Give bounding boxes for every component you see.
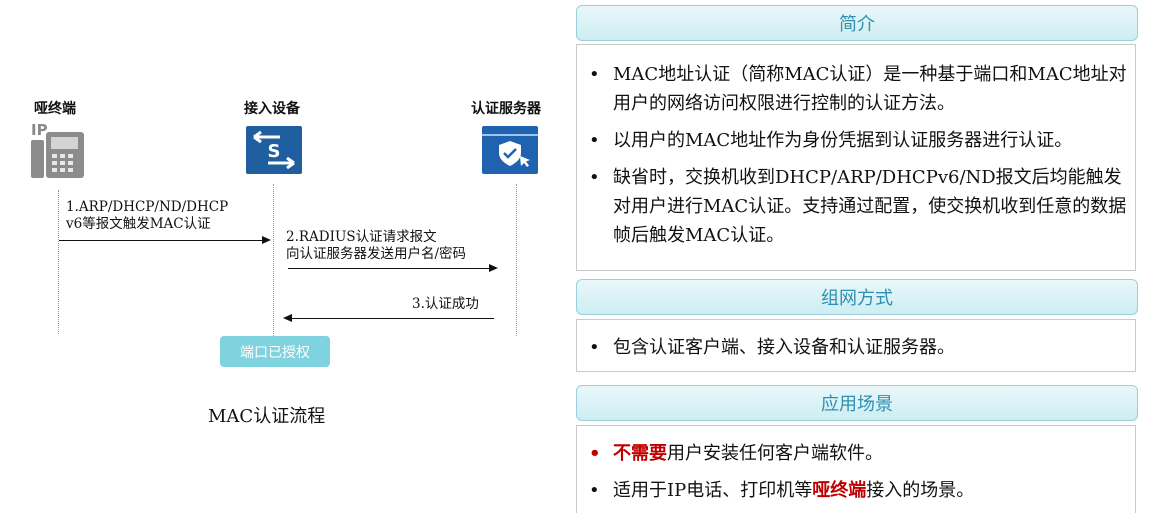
bullet-icon: • [589,167,600,188]
ip-phone-icon: IP [28,121,88,180]
section-header-networking: 组网方式 [576,279,1138,315]
message-2-text: 2.RADIUS认证请求报文 向认证服务器发送用户名/密码 [286,229,466,263]
svg-text:S: S [268,141,281,162]
auth-server-icon [482,126,538,178]
scenarios-bullet-list: • 不需要用户安装任何客户端软件。 • 适用于IP电话、打印机等哑终端接入的场景… [577,439,1135,505]
scenarios-bullet-2-text-b: 接入的场景。 [866,480,975,501]
diagram-caption: MAC认证流程 [208,406,326,427]
switch-icon: S [246,126,302,178]
lifeline-access-device [273,184,274,336]
port-authorized-badge: 端口已授权 [220,336,330,367]
scenarios-bullet-2-highlight: 哑终端 [812,480,867,501]
message-1-line1: 1.ARP/DHCP/ND/DHCP [66,199,229,215]
section-body-scenarios: • 不需要用户安装任何客户端软件。 • 适用于IP电话、打印机等哑终端接入的场景… [576,425,1136,513]
message-1-arrow [59,240,263,241]
section-header-scenarios: 应用场景 [576,385,1138,421]
message-1-arrowhead [262,236,271,244]
list-item: • 以用户的MAC地址作为身份凭据到认证服务器进行认证。 [577,126,1135,155]
section-body-networking: • 包含认证客户端、接入设备和认证服务器。 [576,319,1136,372]
section-header-intro: 简介 [576,5,1138,41]
bullet-icon: • [589,130,600,151]
bullet-icon: • [589,480,600,501]
intro-bullet-1-text: MAC地址认证（简称MAC认证）是一种基于端口和MAC地址对用户的网络访问权限进… [613,64,1127,114]
list-item: • 缺省时，交换机收到DHCP/ARP/DHCPv6/ND报文后均能触发对用户进… [577,163,1135,250]
bullet-icon: • [589,443,601,464]
networking-bullet-list: • 包含认证客户端、接入设备和认证服务器。 [577,333,1135,362]
lifeline-auth-server [516,184,517,336]
list-item: • 包含认证客户端、接入设备和认证服务器。 [577,333,1135,362]
message-3-arrowhead [283,314,292,322]
ip-phone-icon-text: IP [31,121,48,139]
intro-bullet-list: • MAC地址认证（简称MAC认证）是一种基于端口和MAC地址对用户的网络访问权… [577,60,1135,250]
message-3-text: 3.认证成功 [412,296,479,312]
intro-bullet-3-text: 缺省时，交换机收到DHCP/ARP/DHCPv6/ND报文后均能触发对用户进行M… [613,167,1127,246]
section-body-intro: • MAC地址认证（简称MAC认证）是一种基于端口和MAC地址对用户的网络访问权… [576,44,1136,271]
networking-bullet-1-text: 包含认证客户端、接入设备和认证服务器。 [613,337,955,358]
actor-label-dumb-terminal: 哑终端 [34,101,76,117]
message-3-arrow [291,318,494,319]
actor-label-auth-server: 认证服务器 [471,101,541,117]
message-2-line1: 2.RADIUS认证请求报文 [286,229,437,245]
list-item: • 不需要用户安装任何客户端软件。 [577,439,1135,468]
message-2-arrow [288,268,490,269]
list-item: • MAC地址认证（简称MAC认证）是一种基于端口和MAC地址对用户的网络访问权… [577,60,1135,118]
scenarios-bullet-1-highlight: 不需要 [613,443,667,464]
message-1-text: 1.ARP/DHCP/ND/DHCP v6等报文触发MAC认证 [66,199,228,233]
scenarios-bullet-2-text-a: 适用于IP电话、打印机等 [613,480,813,501]
bullet-icon: • [589,337,600,358]
actor-label-access-device: 接入设备 [244,101,300,117]
intro-bullet-2-text: 以用户的MAC地址作为身份凭据到认证服务器进行认证。 [613,130,1073,151]
message-1-line2: v6等报文触发MAC认证 [66,216,211,232]
message-2-line2: 向认证服务器发送用户名/密码 [286,246,467,262]
list-item: • 适用于IP电话、打印机等哑终端接入的场景。 [577,476,1135,505]
message-2-arrowhead [489,264,498,272]
lifeline-dumb-terminal [58,190,59,334]
bullet-icon: • [589,64,600,85]
scenarios-bullet-1-text: 用户安装任何客户端软件。 [667,443,883,464]
